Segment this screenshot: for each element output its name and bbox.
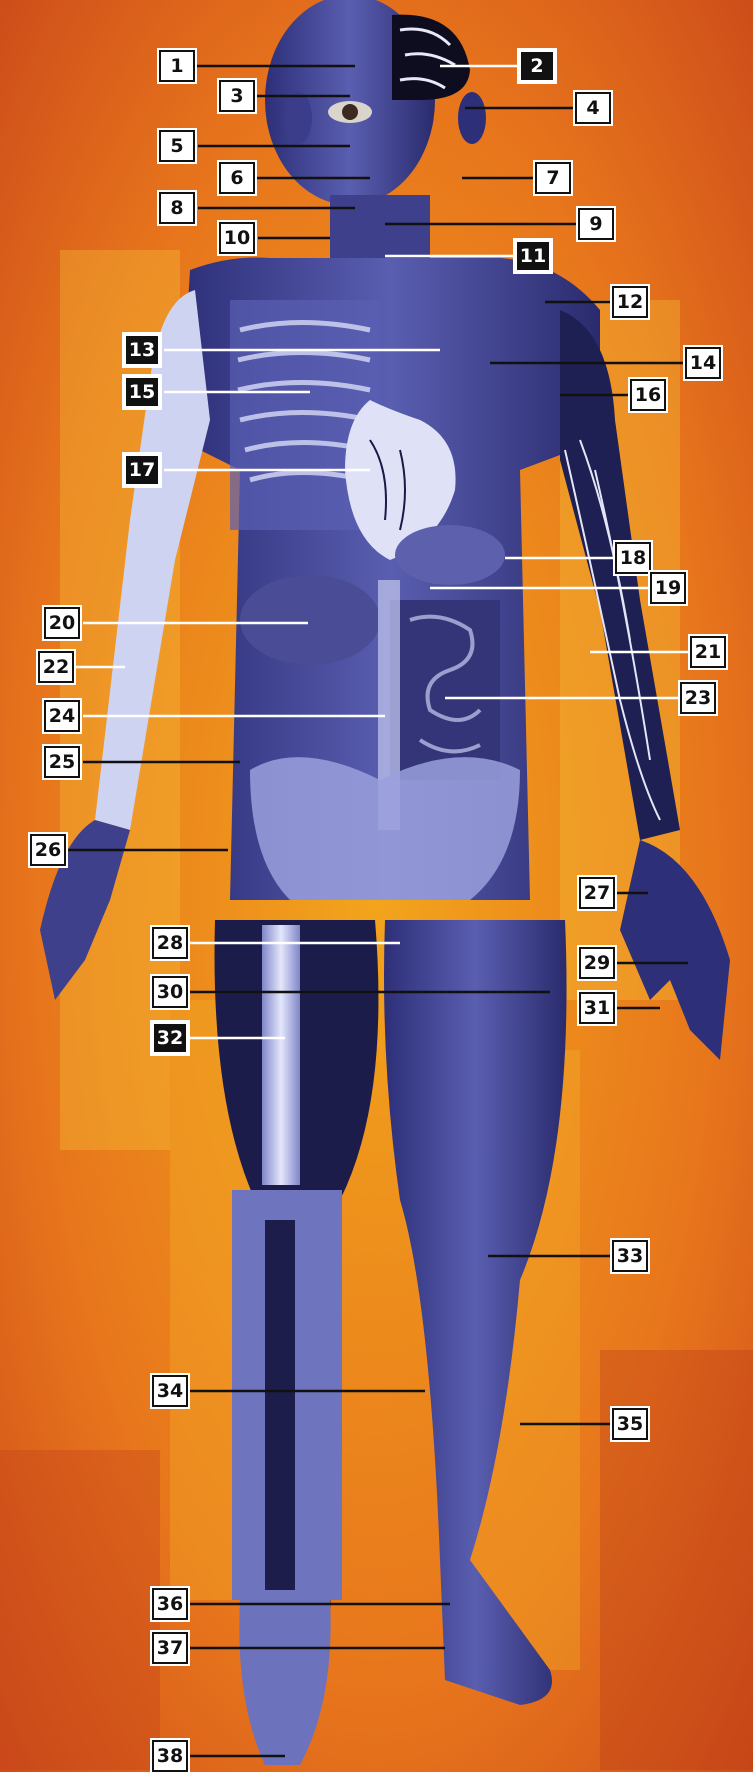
callout-label: 35 — [612, 1408, 648, 1440]
callout-label: 9 — [578, 208, 614, 240]
callout-label: 22 — [38, 651, 74, 683]
neck — [330, 195, 430, 265]
callout-label: 23 — [680, 682, 716, 714]
callout-label: 14 — [685, 347, 721, 379]
callout-label: 10 — [219, 222, 255, 254]
liver — [240, 575, 380, 665]
callout-label: 12 — [612, 286, 648, 318]
callout-label: 31 — [579, 992, 615, 1024]
callout-label: 33 — [612, 1240, 648, 1272]
callout-label: 36 — [152, 1588, 188, 1620]
callout-label: 1 — [159, 50, 195, 82]
callout-label: 38 — [152, 1740, 188, 1772]
callout-label: 30 — [152, 976, 188, 1008]
callout-label: 26 — [30, 834, 66, 866]
callout-label: 4 — [575, 92, 611, 124]
abdomen-xray — [390, 600, 500, 780]
ear-left — [284, 92, 312, 144]
callout-label: 3 — [219, 80, 255, 112]
callout-label: 28 — [152, 927, 188, 959]
callout-label: 8 — [159, 192, 195, 224]
callout-label: 16 — [630, 379, 666, 411]
callout-label: 18 — [615, 542, 651, 574]
callout-label: 7 — [535, 162, 571, 194]
callout-label: 34 — [152, 1375, 188, 1407]
callout-label: 24 — [44, 700, 80, 732]
callout-label: 2 — [519, 50, 555, 82]
callout-label: 5 — [159, 130, 195, 162]
callout-label: 17 — [124, 454, 160, 486]
stomach — [395, 525, 505, 585]
callout-label: 32 — [152, 1022, 188, 1054]
callout-label: 37 — [152, 1632, 188, 1664]
ear-right — [458, 92, 486, 144]
callout-label: 25 — [44, 746, 80, 778]
callout-label: 27 — [579, 877, 615, 909]
pelvis — [250, 757, 520, 900]
callout-label: 21 — [690, 636, 726, 668]
callout-label: 13 — [124, 334, 160, 366]
callout-label: 15 — [124, 376, 160, 408]
callout-label: 20 — [44, 607, 80, 639]
callout-label: 19 — [650, 572, 686, 604]
callout-label: 11 — [515, 240, 551, 272]
callout-label: 29 — [579, 947, 615, 979]
femur — [262, 925, 300, 1185]
callout-label: 6 — [219, 162, 255, 194]
